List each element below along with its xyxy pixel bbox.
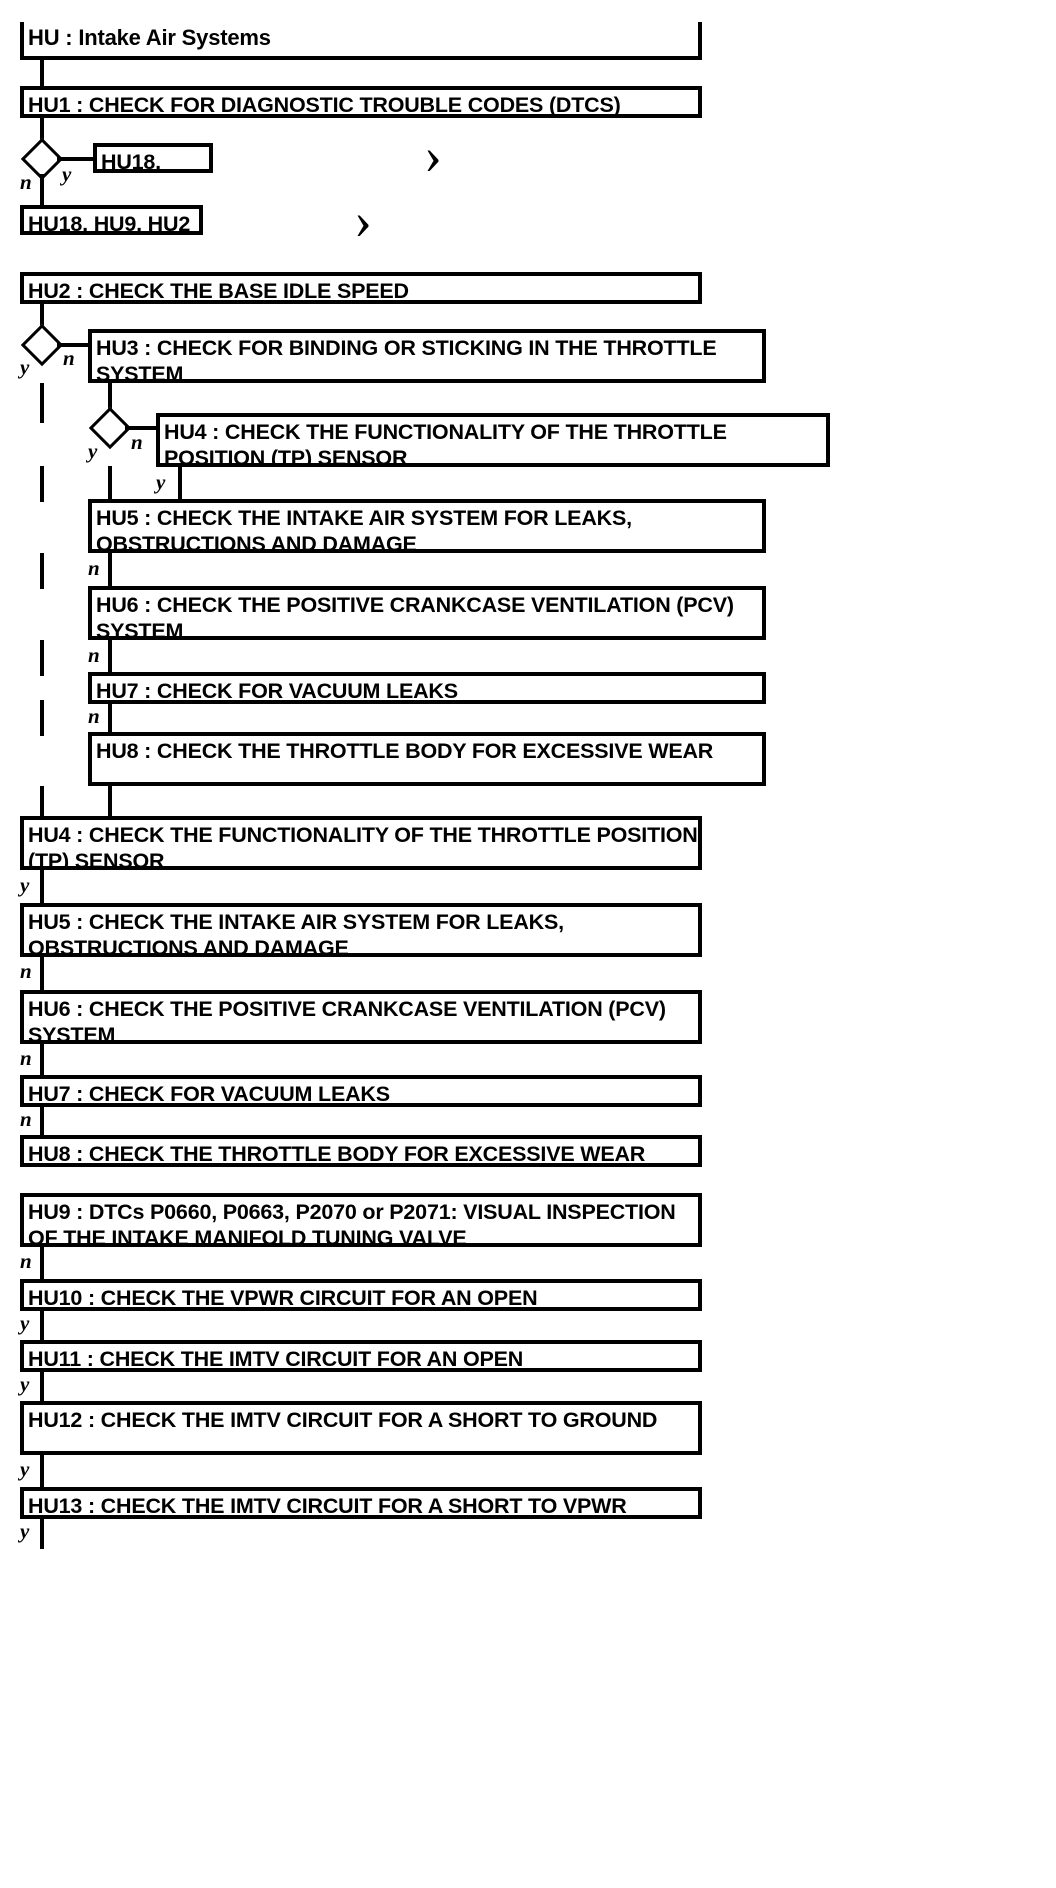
node-hu5-branch[interactable]: HU5 : CHECK THE INTAKE AIR SYSTEM FOR LE… [88, 499, 766, 553]
node-hu3-branch-label: HU3 : CHECK FOR BINDING OR STICKING IN T… [96, 336, 717, 383]
node-ref-hu18-hu9-hu2[interactable]: HU18, HU9, HU2 [20, 205, 203, 235]
node-hu13[interactable]: HU13 : CHECK THE IMTV CIRCUIT FOR A SHOR… [20, 1487, 702, 1519]
spine2-segment-1 [108, 466, 112, 502]
edge-label-hu10-yes: y [20, 1311, 30, 1335]
edge-label-hu13-yes: y [20, 1519, 30, 1543]
node-hu4-main-label: HU4 : CHECK THE FUNCTIONALITY OF THE THR… [28, 823, 698, 870]
edge-label-decision2-yes: y [20, 355, 30, 379]
edge-label-hu5branch-no: n [88, 556, 100, 580]
connector-hu11-to-hu12 [40, 1370, 44, 1402]
connector-hu13-down [40, 1517, 44, 1549]
node-hu8-branch[interactable]: HU8 : CHECK THE THROTTLE BODY FOR EXCESS… [88, 732, 766, 786]
connector-hu9-to-hu10 [40, 1247, 44, 1279]
node-hu7-main[interactable]: HU7 : CHECK FOR VACUUM LEAKS [20, 1075, 702, 1107]
node-hu11-label: HU11 : CHECK THE IMTV CIRCUIT FOR AN OPE… [28, 1347, 524, 1371]
node-hu-root-label: HU : Intake Air Systems [28, 25, 271, 50]
edge-label-decision2-no: n [63, 346, 75, 370]
node-hu5-main-label: HU5 : CHECK THE INTAKE AIR SYSTEM FOR LE… [28, 910, 564, 957]
edge-label-decision3-yes: y [88, 439, 98, 463]
node-hu5-branch-label: HU5 : CHECK THE INTAKE AIR SYSTEM FOR LE… [96, 506, 632, 553]
connector-hu6main-to-hu7main [40, 1044, 44, 1076]
node-hu6-branch[interactable]: HU6 : CHECK THE POSITIVE CRANKCASE VENTI… [88, 586, 766, 640]
edge-label-hu5main-no: n [20, 959, 32, 983]
node-hu7-branch-label: HU7 : CHECK FOR VACUUM LEAKS [96, 679, 458, 703]
spine-segment-4 [40, 640, 44, 676]
connector-hu10-to-hu11 [40, 1309, 44, 1341]
node-ref-hu18-hu9[interactable]: HU18, HU9 [93, 143, 213, 173]
spine-segment-3 [40, 553, 44, 589]
node-hu1-label: HU1 : CHECK FOR DIAGNOSTIC TROUBLE CODES… [28, 93, 621, 117]
node-hu12[interactable]: HU12 : CHECK THE IMTV CIRCUIT FOR A SHOR… [20, 1401, 702, 1455]
edge-label-hu6main-no: n [20, 1046, 32, 1070]
node-hu6-branch-label: HU6 : CHECK THE POSITIVE CRANKCASE VENTI… [96, 593, 734, 640]
connector-hu5main-to-hu6main [40, 957, 44, 991]
node-ref-hu18-hu9-label: HU18, HU9 [101, 150, 161, 173]
edge-label-hu9-no: n [20, 1249, 32, 1273]
node-hu12-label: HU12 : CHECK THE IMTV CIRCUIT FOR A SHOR… [28, 1408, 658, 1432]
node-hu6-main[interactable]: HU6 : CHECK THE POSITIVE CRANKCASE VENTI… [20, 990, 702, 1044]
spine-segment-1 [40, 383, 44, 423]
edge-label-hu4main-yes: y [20, 873, 30, 897]
chevron-marker-1: › [424, 125, 442, 185]
node-hu4-branch[interactable]: HU4 : CHECK THE FUNCTIONALITY OF THE THR… [156, 413, 830, 467]
node-hu9[interactable]: HU9 : DTCs P0660, P0663, P2070 or P2071:… [20, 1193, 702, 1247]
node-hu11[interactable]: HU11 : CHECK THE IMTV CIRCUIT FOR AN OPE… [20, 1340, 702, 1372]
node-hu4-branch-label: HU4 : CHECK THE FUNCTIONALITY OF THE THR… [164, 420, 727, 467]
node-hu8-main[interactable]: HU8 : CHECK THE THROTTLE BODY FOR EXCESS… [20, 1135, 702, 1167]
connector-hu4main-to-hu5main [40, 870, 44, 904]
connector-hu4branch-to-hu5branch [178, 467, 182, 502]
node-hu7-main-label: HU7 : CHECK FOR VACUUM LEAKS [28, 1082, 390, 1106]
node-hu9-label: HU9 : DTCs P0660, P0663, P2070 or P2071:… [28, 1200, 676, 1247]
connector-hu7main-to-hu8main [40, 1105, 44, 1135]
node-hu10-label: HU10 : CHECK THE VPWR CIRCUIT FOR AN OPE… [28, 1286, 538, 1310]
node-hu8-branch-label: HU8 : CHECK THE THROTTLE BODY FOR EXCESS… [96, 739, 714, 763]
edge-label-hu6branch-no: n [88, 643, 100, 667]
edge-label-hu7main-no: n [20, 1107, 32, 1131]
edge-label-hu11-yes: y [20, 1372, 30, 1396]
spine-segment-2 [40, 466, 44, 502]
edge-label-decision3-no: n [131, 430, 143, 454]
edge-label-decision1-yes: y [62, 162, 72, 186]
edge-label-hu7branch-no: n [88, 704, 100, 728]
node-hu-root[interactable]: HU : Intake Air Systems [20, 22, 702, 60]
connector-hu12-to-hu13 [40, 1455, 44, 1487]
connector-hu1-to-decision1 [40, 116, 44, 146]
node-hu2-label: HU2 : CHECK THE BASE IDLE SPEED [28, 279, 409, 303]
node-hu6-main-label: HU6 : CHECK THE POSITIVE CRANKCASE VENTI… [28, 997, 666, 1044]
node-hu7-branch[interactable]: HU7 : CHECK FOR VACUUM LEAKS [88, 672, 766, 704]
connector-root-to-hu1 [40, 58, 44, 90]
spine-segment-6 [40, 786, 44, 818]
node-hu13-label: HU13 : CHECK THE IMTV CIRCUIT FOR A SHOR… [28, 1494, 627, 1518]
connector-hu6branch-to-hu7branch [108, 640, 112, 672]
node-hu5-main[interactable]: HU5 : CHECK THE INTAKE AIR SYSTEM FOR LE… [20, 903, 702, 957]
connector-hu7branch-to-hu8branch [108, 702, 112, 732]
node-hu10[interactable]: HU10 : CHECK THE VPWR CIRCUIT FOR AN OPE… [20, 1279, 702, 1311]
node-hu3-branch[interactable]: HU3 : CHECK FOR BINDING OR STICKING IN T… [88, 329, 766, 383]
connector-decision1-no-down [40, 174, 44, 206]
spine2-segment-5 [108, 786, 112, 818]
chevron-marker-2: › [354, 190, 372, 250]
edge-label-hu12-yes: y [20, 1457, 30, 1481]
connector-hu3-to-decision3 [108, 383, 112, 415]
edge-label-hu4branch-yes: y [156, 470, 166, 494]
node-ref-hu18-hu9-hu2-label: HU18, HU9, HU2 [28, 212, 191, 235]
node-hu4-main[interactable]: HU4 : CHECK THE FUNCTIONALITY OF THE THR… [20, 816, 702, 870]
spine-segment-5 [40, 700, 44, 736]
connector-decision1-yes [57, 157, 93, 161]
connector-hu2-to-decision2 [40, 302, 44, 332]
connector-decision2-no [57, 343, 89, 347]
edge-label-decision1-no: n [20, 170, 32, 194]
node-hu2[interactable]: HU2 : CHECK THE BASE IDLE SPEED [20, 272, 702, 304]
node-hu1[interactable]: HU1 : CHECK FOR DIAGNOSTIC TROUBLE CODES… [20, 86, 702, 118]
connector-decision3-no [125, 426, 157, 430]
node-hu8-main-label: HU8 : CHECK THE THROTTLE BODY FOR EXCESS… [28, 1142, 646, 1166]
connector-hu5branch-to-hu6branch [108, 553, 112, 587]
